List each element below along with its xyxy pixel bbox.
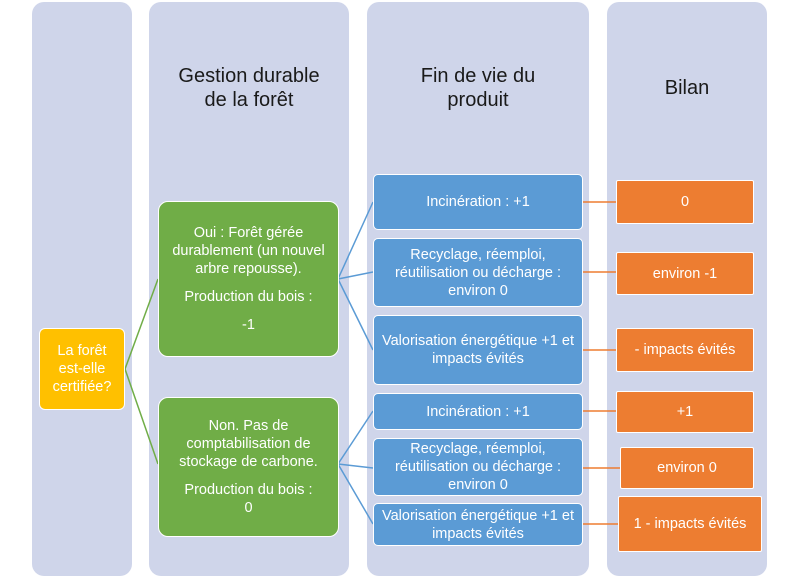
branch-oui-text: Oui : Forêt gérée durablement (un nouvel…	[172, 225, 325, 277]
bilan-oui-valorisation: - impacts évités	[616, 328, 754, 372]
branch-non-text: Non. Pas de comptabilisation de stockage…	[179, 418, 318, 470]
branch-non-production-label: Production du bois :	[184, 482, 313, 498]
bilan-label: 0	[680, 194, 690, 210]
fin-de-vie-non-recyclage: Recyclage, réemploi, réutilisation ou dé…	[373, 438, 583, 496]
bilan-label: - impacts évités	[634, 342, 736, 358]
column-title-fin-de-vie: Fin de vie du produit	[420, 65, 536, 111]
fin-de-vie-label: Valorisation énergétique +1 et impacts é…	[382, 507, 574, 542]
link-non-recyclage	[337, 463, 374, 469]
column-title-bilan: Bilan	[664, 77, 710, 99]
link-oui-valorisation	[337, 278, 374, 351]
bilan-label: +1	[676, 404, 694, 420]
bilan-label: environ -1	[652, 265, 718, 282]
fin-de-vie-non-valorisation: Valorisation énergétique +1 et impacts é…	[373, 503, 583, 546]
root-question-box: La forêt est-elle certifiée?	[39, 328, 125, 410]
branch-oui-production-label: Production du bois :	[184, 289, 313, 305]
bilan-label: environ 0	[657, 460, 717, 476]
column-title-gestion: Gestion durable de la forêt	[178, 65, 320, 111]
link-oui-incineration	[337, 201, 374, 280]
bilan-non-incineration: +1	[616, 391, 754, 433]
bilan-oui-incineration: 0	[616, 180, 754, 224]
branch-oui-production-value: -1	[242, 317, 255, 333]
link-non-valorisation	[337, 463, 374, 525]
bilan-non-recyclage: environ 0	[620, 447, 754, 489]
branch-non-box: Non. Pas de comptabilisation de stockage…	[158, 397, 339, 537]
column-certification	[32, 2, 132, 576]
fin-de-vie-label: Valorisation énergétique +1 et impacts é…	[382, 333, 574, 367]
link-oui-recyclage	[337, 271, 374, 280]
fin-de-vie-oui-valorisation: Valorisation énergétique +1 et impacts é…	[373, 315, 583, 385]
fin-de-vie-label: Recyclage, réemploi, réutilisation ou dé…	[394, 246, 562, 299]
link-root-oui	[124, 278, 159, 370]
link-non-incineration	[337, 410, 374, 465]
fin-de-vie-oui-recyclage: Recyclage, réemploi, réutilisation ou dé…	[373, 238, 583, 307]
bilan-label: 1 - impacts évités	[633, 516, 747, 532]
fin-de-vie-oui-incineration: Incinération : +1	[373, 174, 583, 230]
fin-de-vie-label: Recyclage, réemploi, réutilisation ou dé…	[394, 441, 562, 493]
bilan-non-valorisation: 1 - impacts évités	[618, 496, 762, 552]
fin-de-vie-label: Incinération : +1	[426, 403, 530, 420]
branch-non-production-value: 0	[244, 500, 253, 516]
link-root-non	[124, 368, 159, 465]
fin-de-vie-non-incineration: Incinération : +1	[373, 393, 583, 430]
bilan-oui-recyclage: environ -1	[616, 252, 754, 295]
branch-oui-box: Oui : Forêt gérée durablement (un nouvel…	[158, 201, 339, 357]
root-question-label: La forêt est-elle certifiée?	[52, 343, 112, 395]
fin-de-vie-label: Incinération : +1	[426, 194, 530, 210]
